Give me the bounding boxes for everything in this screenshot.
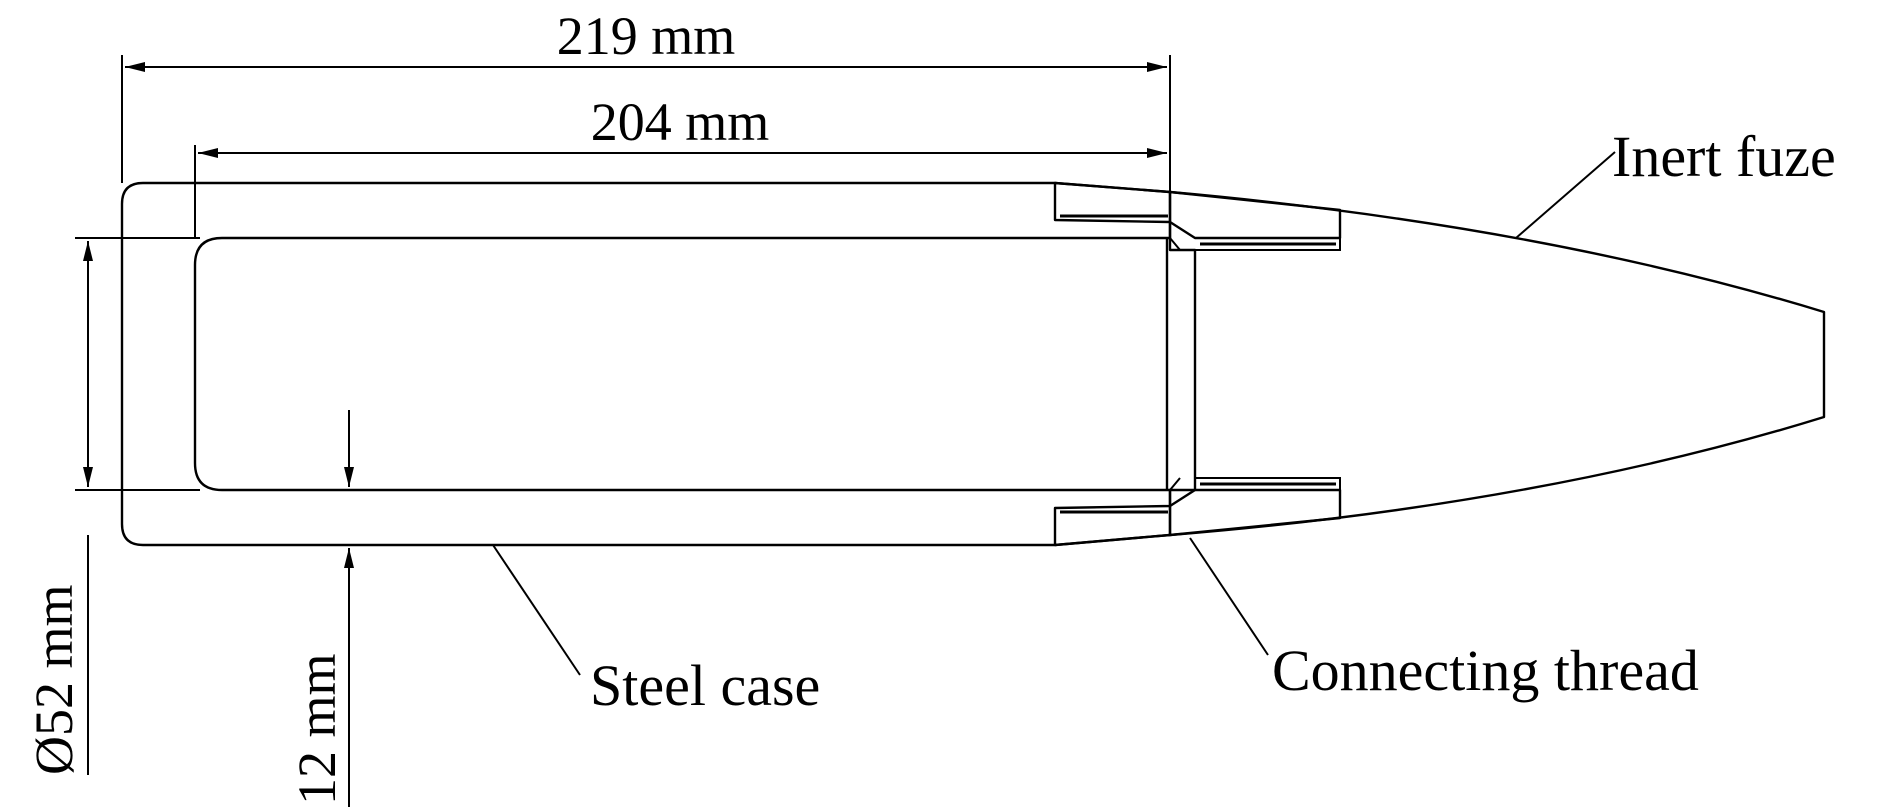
- thread-region-lower: [1053, 488, 1342, 547]
- dimension-diameter: [75, 237, 200, 775]
- label-inert-fuze: Inert fuze: [1612, 124, 1836, 189]
- leader-steel-case: [492, 544, 581, 676]
- label-204mm: 204 mm: [591, 92, 770, 152]
- dimension-overall-length: [121, 55, 1171, 192]
- label-connecting-thread: Connecting thread: [1272, 638, 1699, 703]
- label-219mm: 219 mm: [557, 6, 736, 66]
- steel-case-body: [120, 181, 1172, 547]
- label-steel-case: Steel case: [590, 653, 820, 718]
- connecting-thread-lines: [1060, 214, 1336, 514]
- leader-connecting-thread: [1189, 537, 1269, 656]
- label-12mm: 12 mm: [287, 653, 347, 805]
- label-diameter-52mm: Ø52 mm: [24, 584, 84, 775]
- dimension-cavity-length: [194, 145, 1167, 238]
- thread-region-upper: [1053, 181, 1342, 240]
- leader-inert-fuze: [1515, 151, 1616, 239]
